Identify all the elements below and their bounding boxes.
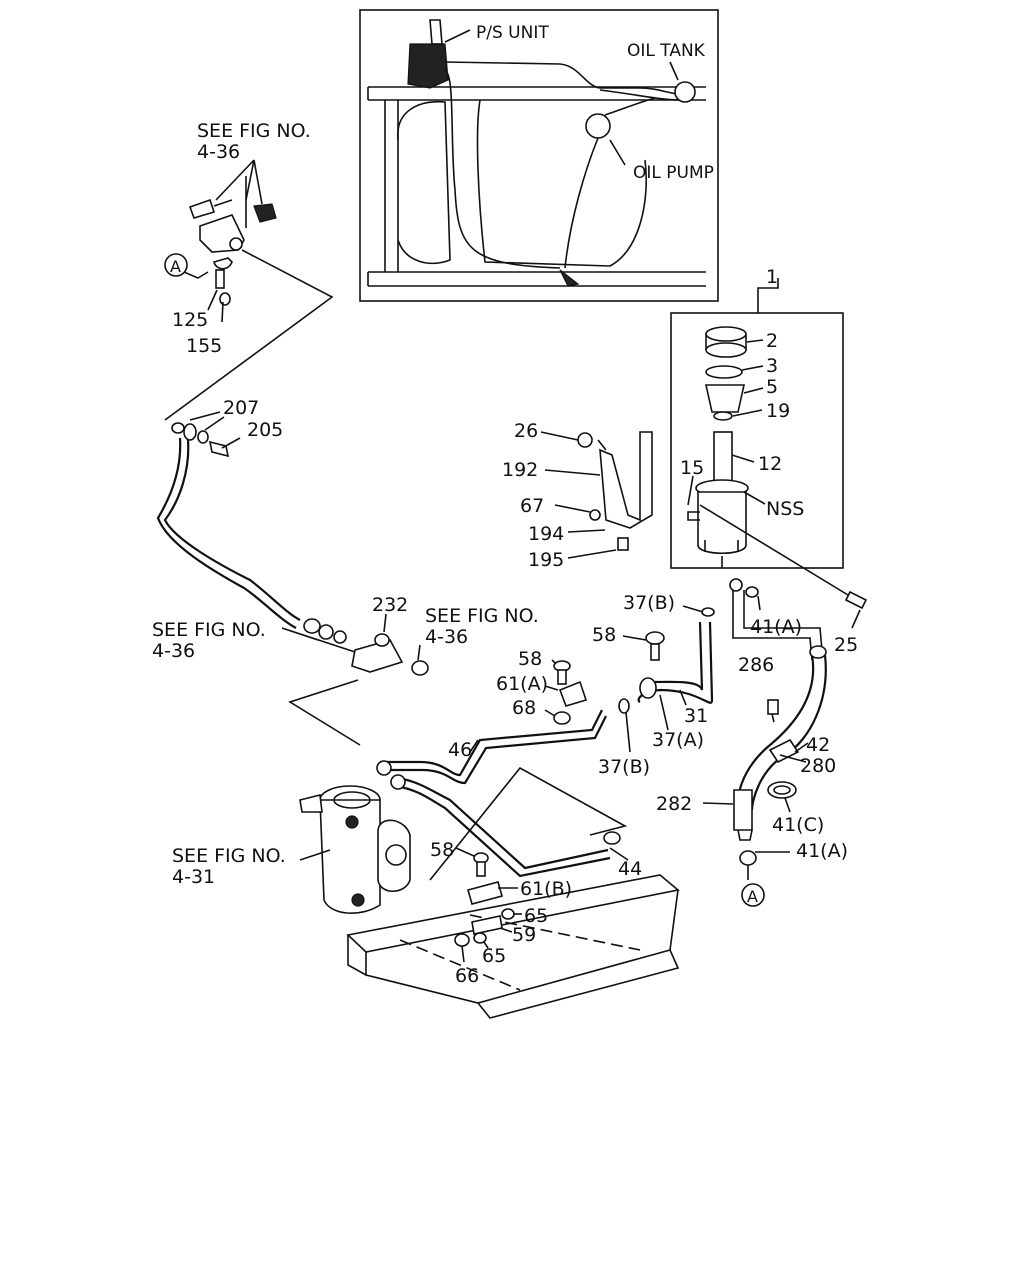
label-ps-unit: P/S UNIT <box>476 23 549 43</box>
clamp-61b-group: 58 61(B) 65 59 65 66 <box>430 839 572 987</box>
label-oil-pump: OIL PUMP <box>633 163 714 183</box>
part-15: 15 <box>680 457 704 479</box>
part-1: 1 <box>766 266 778 288</box>
part-125: 125 <box>172 309 208 331</box>
part-195: 195 <box>528 549 564 571</box>
part-46: 46 <box>448 739 472 761</box>
label-oil-tank: OIL TANK <box>627 41 706 61</box>
bracket-232-group: 232 SEE FIG NO. 4-36 SEE FIG NO. 4-36 <box>152 594 539 746</box>
part-192: 192 <box>502 459 538 481</box>
callout-a-top-letter: A <box>170 257 181 276</box>
part-232: 232 <box>372 594 408 616</box>
ref-fig-4-31-b: 4-31 <box>172 866 215 888</box>
part-65-a: 65 <box>524 905 548 927</box>
part-41c: 41(C) <box>772 814 824 836</box>
part-282: 282 <box>656 793 692 815</box>
return-pipe-left: 207 205 <box>156 397 301 629</box>
oil-pump-assembly: SEE FIG NO. 4-31 <box>172 785 411 915</box>
callout-a-top: A <box>164 253 188 277</box>
ref-fig-4-36-top-b: 4-36 <box>197 141 240 163</box>
part-37a: 37(A) <box>652 729 704 751</box>
pipe-46-44: 46 44 <box>376 709 642 880</box>
hose-282-group: 41(A) 286 42 280 282 41(C) 41(A) <box>656 578 848 880</box>
ref-fig-4-36-mid-b: 4-36 <box>425 626 468 648</box>
hose-31-group: 37(B) 58 31 37(A) 37(B) <box>592 592 715 778</box>
part-37b-top: 37(B) <box>623 592 675 614</box>
part-194: 194 <box>528 523 564 545</box>
part-5: 5 <box>766 376 778 398</box>
ref-fig-4-36-left-b: 4-36 <box>152 640 195 662</box>
part-66: 66 <box>455 965 479 987</box>
part-286: 286 <box>738 654 774 676</box>
bolt-25: 25 <box>699 504 868 656</box>
part-3: 3 <box>766 355 778 377</box>
part-58-b: 58 <box>518 648 542 670</box>
part-207: 207 <box>223 397 259 419</box>
inset-panel: P/S UNIT OIL TANK OIL PUMP <box>359 9 719 302</box>
part-58-a: 58 <box>592 624 616 646</box>
part-68: 68 <box>512 697 536 719</box>
ref-fig-4-36-mid-a: SEE FIG NO. <box>425 605 539 627</box>
ref-fig-4-36-top-a: SEE FIG NO. <box>197 120 311 142</box>
part-58-c: 58 <box>430 839 454 861</box>
part-67: 67 <box>520 495 544 517</box>
part-26: 26 <box>514 420 538 442</box>
part-41a-top: 41(A) <box>750 616 802 638</box>
part-61b: 61(B) <box>520 878 572 900</box>
callout-a-bottom-letter: A <box>747 887 758 906</box>
part-2: 2 <box>766 330 778 352</box>
part-31: 31 <box>684 705 708 727</box>
part-37b-bottom: 37(B) <box>598 756 650 778</box>
part-nss: NSS <box>766 498 804 520</box>
bracket-192: 26 192 67 194 195 <box>502 420 653 571</box>
part-44: 44 <box>618 858 642 880</box>
chassis-frame-rail <box>346 766 680 1019</box>
part-65-b: 65 <box>482 945 506 967</box>
part-42: 42 <box>806 734 830 756</box>
pump-mount-top-left: SEE FIG NO. 4-36 125 155 <box>164 120 334 421</box>
ref-fig-4-36-left-a: SEE FIG NO. <box>152 619 266 641</box>
part-19: 19 <box>766 400 790 422</box>
part-59: 59 <box>512 924 536 946</box>
part-61a: 61(A) <box>496 673 548 695</box>
part-205: 205 <box>247 419 283 441</box>
callout-a-bottom: A <box>741 883 765 907</box>
reservoir-assembly: 1 2 3 5 19 12 15 NSS <box>670 266 844 569</box>
clamp-61a-group: 58 61(A) 68 <box>496 648 588 725</box>
part-12: 12 <box>758 453 782 475</box>
part-280: 280 <box>800 755 836 777</box>
ref-fig-4-31-a: SEE FIG NO. <box>172 845 286 867</box>
part-155: 155 <box>186 335 222 357</box>
part-25: 25 <box>834 634 858 656</box>
part-41a-bottom: 41(A) <box>796 840 848 862</box>
